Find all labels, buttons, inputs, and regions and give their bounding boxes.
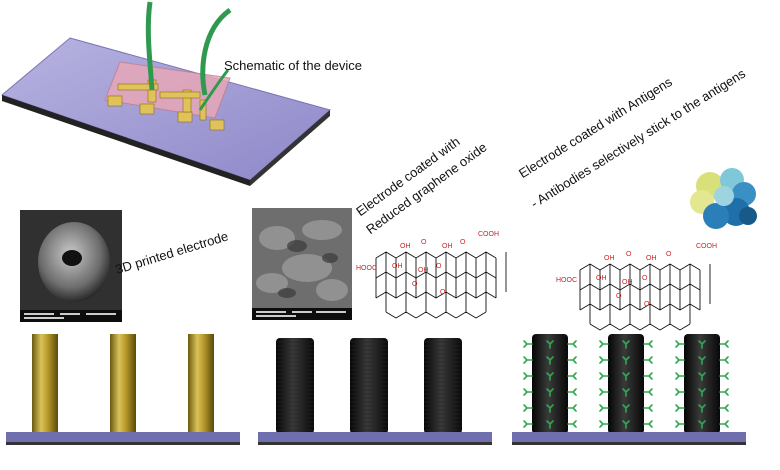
antibody-mark [643,356,653,364]
device-schematic [0,1,332,186]
rgo-o-3: O [436,263,442,270]
antigen-o-2: O [666,251,672,258]
antibody-mark [698,372,706,381]
antibody-mark [719,404,729,412]
antibody-mark [546,420,554,429]
antibody-mark [546,340,554,349]
antigen-o-1: O [626,251,632,258]
substrate-2 [258,432,492,442]
antibody-mark [622,404,630,413]
panel-antigen-electrodes [512,334,746,445]
antigen-oh-2: OH [646,255,657,262]
antibody-mark [698,420,706,429]
rgo-oh-2: OH [442,243,453,250]
substrate-3 [512,432,746,442]
rgo-cooh: COOH [478,231,499,238]
antigen-o-4: O [616,293,622,300]
antigen-electrode-1 [532,334,568,434]
antibody-mark [523,356,533,364]
rgo-oh-3: OH [392,263,403,270]
antigen-oh-1: OH [604,255,615,262]
rgo-o-5: O [440,289,446,296]
antigen-o-5: O [644,301,650,308]
rgo-molecule: OH O OH O COOH HOOC OH OH O O O [356,231,507,319]
antigen-oh-3: OH [596,275,607,282]
antibody-mark [719,372,729,380]
antibody-mark [567,420,577,428]
antibody-mark [567,372,577,380]
antibody-mark [523,340,533,348]
antibody-mark [567,356,577,364]
antigen-cooh: COOH [696,243,717,250]
antibody-mark [719,388,729,396]
rgo-o-4: O [412,281,418,288]
antibody-mark [523,388,533,396]
antibody-mark [546,404,554,413]
antigen-o-3: O [642,275,648,282]
antibody-mark [599,388,609,396]
antibody-mark [698,404,706,413]
antibody-mark [622,356,630,365]
antibody-mark [719,340,729,348]
antibody-mark [719,356,729,364]
antibody-mark [643,340,653,348]
sem-image-printed [20,210,122,322]
antibody-mark [675,404,685,412]
antibody-mark [622,388,630,397]
antibody-mark [675,420,685,428]
rgo-o-1: O [421,239,427,246]
antibody-mark [698,340,706,349]
antigen-molecule: OH O OH O COOH HOOC OH OH O O O [556,243,717,331]
antibody-mark [599,420,609,428]
antibody-mark [698,388,706,397]
antigen-electrode-3 [684,334,720,434]
antibody-mark [698,356,706,365]
antibody-mark [599,340,609,348]
antibody-mark [643,420,653,428]
antibody-mark [719,420,729,428]
panel-printed-electrodes [6,334,240,445]
antibody-mark [675,388,685,396]
antibody-mark [567,404,577,412]
antibody-mark [643,372,653,380]
antibody-mark [523,420,533,428]
antibody-mark [643,404,653,412]
rgo-oh-4: OH [418,267,429,274]
rgo-o-2: O [460,239,466,246]
antibody-mark [622,420,630,429]
schematic-label: Schematic of the device [224,58,363,73]
sem-image-rgo [252,208,352,320]
antibody-mark [546,388,554,397]
antibody-mark [546,356,554,365]
antibody-mark [523,372,533,380]
rgo-oh-1: OH [400,243,411,250]
panel-rgo-electrodes [258,338,492,445]
antigen-hooc: HOOC [556,277,577,284]
antibody-mark [546,372,554,381]
antibody-protein [690,168,757,229]
antibody-mark [523,404,533,412]
antigen-electrode-2 [608,334,644,434]
substrate-1 [6,432,240,442]
antibody-mark [675,372,685,380]
antigen-oh-4: OH [622,279,633,286]
gold-electrode-2 [110,334,136,432]
gold-electrode-1 [32,334,58,432]
antibody-mark [622,372,630,381]
antibody-mark [643,388,653,396]
antibody-mark [599,372,609,380]
antibody-mark [599,356,609,364]
antibody-mark [622,340,630,349]
antibody-mark [599,404,609,412]
antibody-mark [675,356,685,364]
antibody-mark [567,340,577,348]
printed-electrode-label: 3D printed electrode [113,228,230,277]
rgo-hooc: HOOC [356,265,377,272]
gold-electrode-3 [188,334,214,432]
antibody-mark [675,340,685,348]
antibody-mark [567,388,577,396]
